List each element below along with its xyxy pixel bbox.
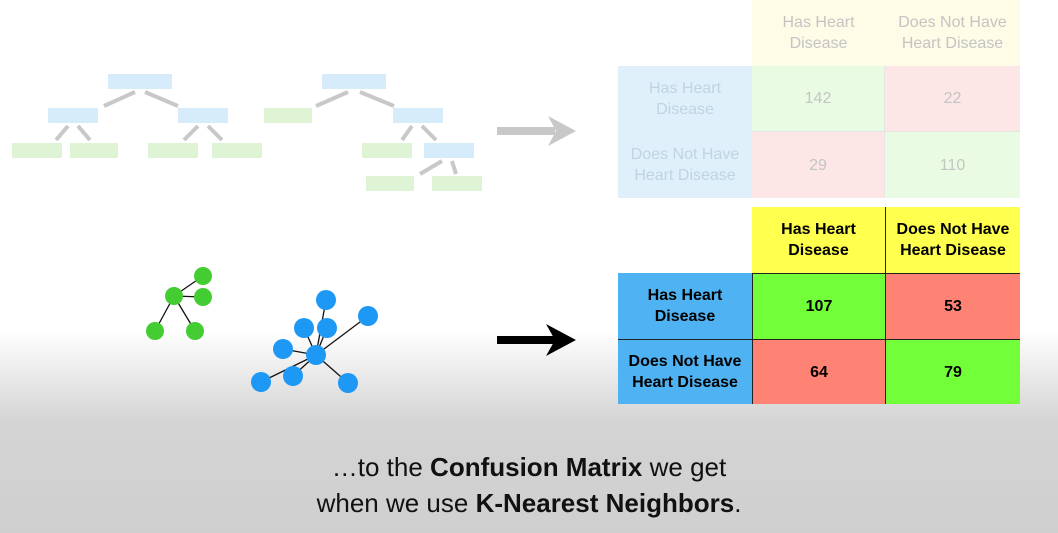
knn-point <box>165 287 183 305</box>
leaf-node <box>148 143 198 158</box>
knn-point <box>146 322 164 340</box>
knn-point <box>283 366 303 386</box>
caption-bold: K-Nearest Neighbors <box>475 488 735 518</box>
knn-point <box>194 288 212 306</box>
caption-text: when we use <box>316 488 476 518</box>
cell-fp: 64 <box>752 339 885 404</box>
faded-tree-2 <box>264 74 482 191</box>
leaf-node <box>70 143 118 158</box>
cell-tn: 79 <box>885 339 1020 404</box>
leaf-node <box>366 176 414 191</box>
knn-point <box>306 345 326 365</box>
row-header-not: Does Not Have Heart Disease <box>618 132 752 198</box>
knn-point <box>273 339 293 359</box>
leaf-node <box>12 143 62 158</box>
col-header-not: Does Not Have Heart Disease <box>885 207 1020 273</box>
tree-node <box>393 108 443 123</box>
cell-tp: 142 <box>752 66 885 132</box>
knn-point <box>317 318 337 338</box>
knn-blue-cluster <box>251 290 378 393</box>
col-header-has: Has Heart Disease <box>752 0 885 66</box>
knn-point <box>186 322 204 340</box>
caption-line-1: …to the Confusion Matrix we get <box>0 452 1058 483</box>
caption-text: we get <box>642 452 727 482</box>
row-header-not: Does Not Have Heart Disease <box>618 339 752 404</box>
cell-tn: 110 <box>885 132 1020 198</box>
cell-tp: 107 <box>752 273 885 339</box>
knn-green-cluster <box>146 267 212 340</box>
knn-point <box>294 318 314 338</box>
faded-arrow <box>497 116 576 146</box>
knn-point <box>194 267 212 285</box>
knn-point <box>316 290 336 310</box>
knn-point <box>251 372 271 392</box>
tree-node <box>424 143 474 158</box>
leaf-node <box>212 143 262 158</box>
dark-arrow <box>497 324 576 356</box>
knn-point <box>358 306 378 326</box>
row-header-has: Has Heart Disease <box>618 66 752 132</box>
leaf-node <box>432 176 482 191</box>
caption-bold: Confusion Matrix <box>430 452 643 482</box>
leaf-node <box>264 108 312 123</box>
knn-point <box>338 373 358 393</box>
tree-node <box>108 74 172 89</box>
row-header-has: Has Heart Disease <box>618 273 752 339</box>
col-header-not: Does Not Have Heart Disease <box>885 0 1020 66</box>
tree-node <box>322 74 386 89</box>
leaf-node <box>362 143 412 158</box>
cell-fp: 29 <box>752 132 885 198</box>
caption-text: . <box>734 488 742 518</box>
tree-node <box>48 108 98 123</box>
faded-tree-1 <box>12 74 262 158</box>
caption-text: …to the <box>331 452 431 482</box>
cell-fn: 22 <box>885 66 1020 132</box>
caption-line-2: when we use K-Nearest Neighbors. <box>0 488 1058 519</box>
tree-node <box>178 108 228 123</box>
cell-fn: 53 <box>885 273 1020 339</box>
col-header-has: Has Heart Disease <box>752 207 885 273</box>
